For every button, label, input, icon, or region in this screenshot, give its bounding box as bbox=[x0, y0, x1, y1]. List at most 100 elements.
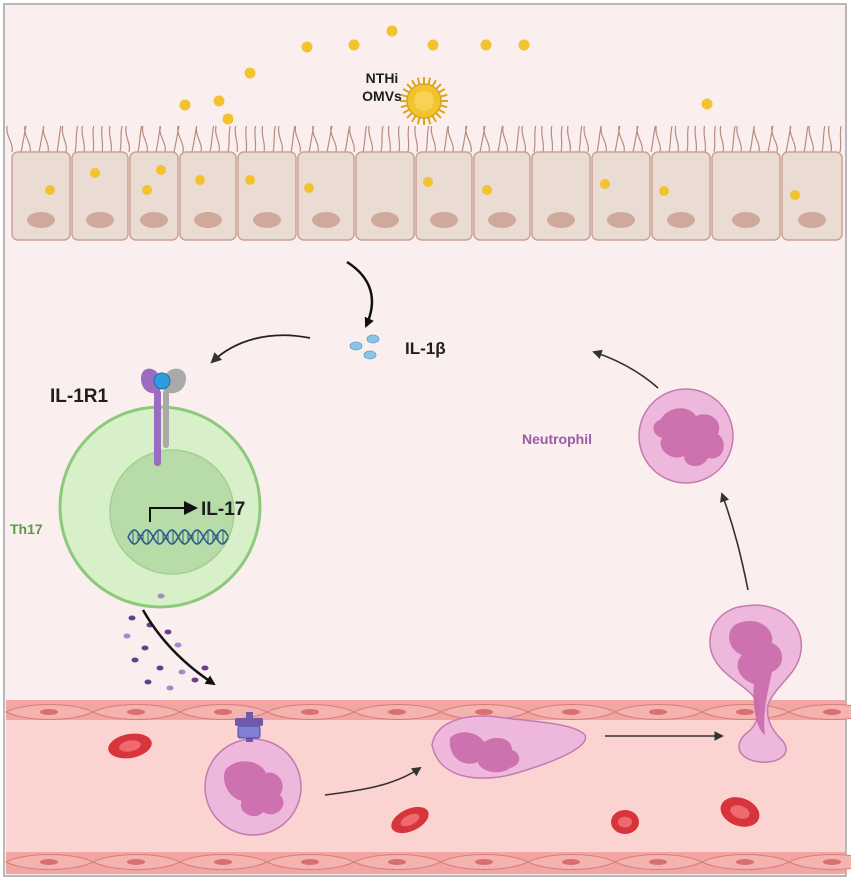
cilium bbox=[6, 125, 13, 153]
cilium bbox=[209, 125, 215, 153]
dna-icon bbox=[127, 529, 229, 545]
omv-particle bbox=[480, 39, 492, 51]
cilium bbox=[74, 125, 79, 153]
arrow-il1b-to-receptor bbox=[210, 334, 311, 364]
cilium bbox=[650, 125, 656, 153]
endothelial-nucleus bbox=[40, 859, 58, 865]
il17-particle bbox=[166, 685, 174, 691]
omv-particle bbox=[386, 25, 398, 37]
cilium bbox=[368, 125, 373, 153]
omv-particle bbox=[790, 190, 800, 200]
cilium bbox=[583, 125, 589, 153]
omv-particle bbox=[423, 177, 433, 187]
arrow-up-to-neutrophil bbox=[720, 492, 749, 591]
endothelial-nucleus bbox=[127, 859, 145, 865]
cilium bbox=[753, 125, 760, 153]
rolling-neutrophil bbox=[431, 715, 587, 779]
nthi-bacterium-icon bbox=[400, 77, 448, 125]
cilium bbox=[227, 125, 231, 153]
epithelial-cell bbox=[355, 151, 415, 241]
omv-particle bbox=[156, 165, 166, 175]
endothelial-nucleus bbox=[388, 859, 406, 865]
cilium bbox=[414, 125, 419, 153]
cilium bbox=[541, 125, 545, 153]
cilium bbox=[443, 125, 449, 153]
endothelial-nucleus bbox=[562, 709, 580, 715]
endothelial-cell bbox=[787, 854, 851, 870]
epithelial-nucleus bbox=[430, 212, 458, 228]
il17-particle bbox=[201, 665, 209, 671]
cilium bbox=[839, 125, 842, 153]
cilium bbox=[719, 125, 724, 153]
omv-particle bbox=[427, 39, 439, 51]
omv-particle bbox=[301, 41, 313, 53]
cilium bbox=[425, 125, 430, 153]
omv-particle bbox=[304, 183, 314, 193]
cilium bbox=[101, 125, 104, 153]
il17-particle bbox=[191, 677, 199, 683]
cilium bbox=[159, 125, 166, 153]
cilium bbox=[92, 125, 95, 153]
cilium bbox=[294, 125, 301, 153]
red-blood-cell bbox=[108, 733, 152, 759]
epithelial-nucleus bbox=[732, 212, 760, 228]
endothelial-nucleus bbox=[736, 709, 754, 715]
cilium bbox=[502, 125, 508, 153]
cilium bbox=[560, 125, 563, 153]
epithelial-cell bbox=[531, 151, 591, 241]
cilium bbox=[290, 125, 296, 153]
il1r1-receptor-icon bbox=[141, 368, 186, 466]
extravasating-neutrophil bbox=[709, 604, 803, 763]
epithelial-nucleus bbox=[194, 212, 222, 228]
epithelial-nucleus bbox=[253, 212, 281, 228]
cilium bbox=[447, 125, 454, 153]
blood-vessel bbox=[4, 700, 851, 874]
cilium bbox=[771, 125, 778, 153]
omv-particle bbox=[142, 185, 152, 195]
omv-particle bbox=[213, 95, 225, 107]
il17-particle bbox=[128, 615, 136, 621]
cilium bbox=[614, 125, 621, 153]
endothelial-nucleus bbox=[301, 859, 319, 865]
omv-particle bbox=[245, 175, 255, 185]
neutrophil-label: Neutrophil bbox=[522, 431, 592, 447]
endothelial-nucleus bbox=[475, 709, 493, 715]
cilium bbox=[686, 125, 689, 153]
cilium bbox=[277, 125, 283, 153]
omv-particle bbox=[244, 67, 256, 79]
cilium bbox=[566, 125, 572, 153]
cilium bbox=[827, 125, 833, 153]
rbc-center bbox=[618, 816, 632, 828]
omv-particle bbox=[90, 168, 100, 178]
cilium bbox=[397, 125, 401, 153]
cilium bbox=[387, 125, 392, 153]
epithelial-nucleus bbox=[140, 212, 168, 228]
red-blood-cell bbox=[720, 797, 760, 827]
il17-particle bbox=[164, 629, 172, 635]
il17-particle bbox=[123, 633, 131, 639]
cilium bbox=[330, 125, 337, 153]
epithelial-cell bbox=[651, 151, 711, 241]
epithelial-nucleus bbox=[27, 212, 55, 228]
il1b-label: IL-1β bbox=[405, 339, 446, 358]
cilium bbox=[767, 125, 774, 153]
cilium bbox=[694, 125, 698, 153]
endothelial-nucleus bbox=[823, 859, 841, 865]
arrow-th17-to-vessel bbox=[141, 609, 216, 686]
cilium bbox=[808, 125, 814, 153]
omv-particle bbox=[195, 175, 205, 185]
transcription-arrow bbox=[149, 507, 186, 522]
omv-particle bbox=[482, 185, 492, 195]
cilium bbox=[736, 125, 742, 153]
epithelial-cell bbox=[71, 151, 129, 241]
cilium bbox=[234, 125, 239, 153]
cilium bbox=[497, 125, 503, 153]
endothelial-nucleus bbox=[649, 859, 667, 865]
cilium bbox=[483, 125, 490, 153]
il17-particle bbox=[178, 669, 186, 675]
omv-particle bbox=[659, 186, 669, 196]
endothelial-nucleus bbox=[214, 859, 232, 865]
il17-particle bbox=[144, 679, 152, 685]
cilium bbox=[20, 125, 27, 153]
